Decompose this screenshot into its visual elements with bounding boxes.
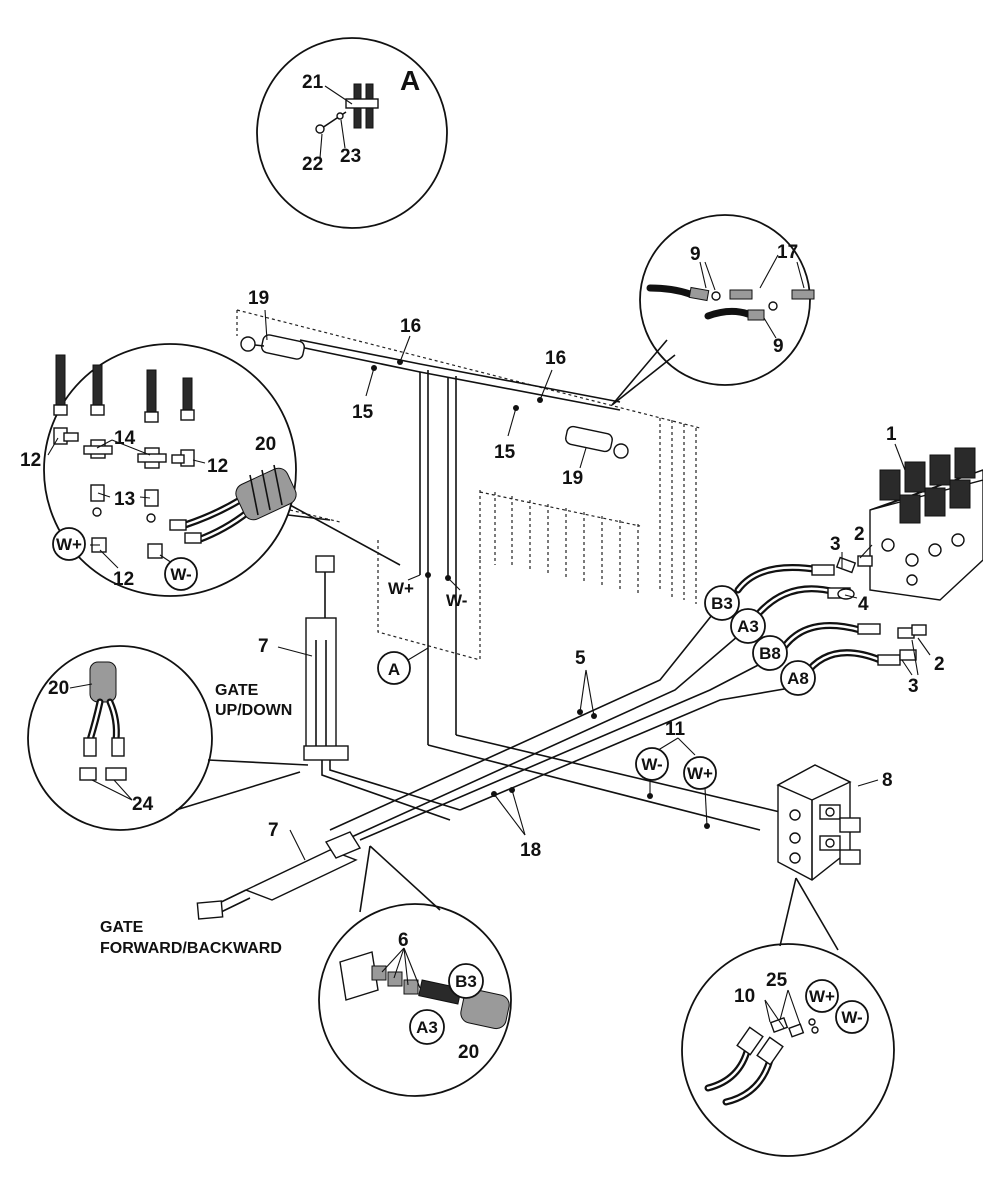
callout-7-horizontal: 7	[268, 820, 279, 841]
caption-gate-up-down-1: GATE	[215, 682, 259, 699]
tag-w-minus-detail: W-	[164, 557, 198, 591]
callout-6: 6	[398, 930, 409, 951]
callout-22: 22	[302, 154, 323, 175]
callout-19-top: 19	[248, 288, 269, 309]
callout-1: 1	[886, 424, 897, 445]
callout-12-right: 12	[207, 456, 228, 477]
tag-w-minus-detail-2: W-	[835, 1000, 869, 1034]
detail-a-callout-marker: A	[377, 647, 429, 685]
callout-16-right: 16	[545, 348, 566, 369]
callout-5: 5	[575, 648, 586, 669]
detail-20-24-bubble: 20 24	[27, 645, 309, 831]
svg-text:W+: W+	[809, 987, 835, 1006]
callout-20-left: 20	[255, 434, 276, 455]
callout-13: 13	[114, 489, 135, 510]
detail-a-bubble: 21 22 23 A	[256, 37, 448, 229]
tag-a8: A8	[780, 660, 816, 696]
tag-w-plus-detail-2: W+	[805, 979, 839, 1013]
callout-25: 25	[766, 970, 788, 991]
callout-19-right: 19	[562, 468, 583, 489]
callout-3-top: 3	[830, 534, 841, 555]
svg-text:W+: W+	[388, 579, 414, 598]
callout-21: 21	[302, 72, 324, 93]
callout-9-bottom: 9	[773, 336, 784, 357]
callout-12-left: 12	[20, 450, 41, 471]
w-tubes-11: 11 W- W+	[427, 719, 781, 831]
svg-text:B3: B3	[455, 972, 477, 991]
tag-w-plus-detail: W+	[52, 527, 86, 561]
caption-gate-fwd-2: FORWARD/BACKWARD	[100, 940, 282, 957]
callout-10: 10	[734, 986, 755, 1007]
svg-text:A3: A3	[737, 617, 759, 636]
gate-outline-dashed	[236, 309, 701, 661]
svg-text:W-: W-	[641, 755, 662, 774]
callout-2-bottom: 2	[934, 654, 945, 675]
callout-23: 23	[340, 146, 361, 167]
svg-text:B8: B8	[759, 644, 781, 663]
tag-a3: A3	[730, 608, 766, 644]
cylinder-19-right: 19 16 15	[494, 348, 629, 489]
cylinder-19-left: 19 16 15	[240, 288, 421, 423]
tag-b3: B3	[704, 585, 740, 621]
callout-18: 18	[520, 840, 541, 861]
manifold-block-8: 8	[776, 764, 893, 881]
callout-4: 4	[858, 594, 869, 615]
control-valve-1: 1	[869, 424, 983, 601]
svg-text:W-: W-	[170, 565, 191, 584]
callout-9-top: 9	[690, 244, 701, 265]
caption-gate-up-down-2: UP/DOWN	[215, 702, 292, 719]
callout-15-left: 15	[352, 402, 374, 423]
detail-6-20-bubble: 6 20 B3 A3	[318, 845, 512, 1097]
callout-8: 8	[882, 770, 893, 791]
detail-10-25-bubble: 10 25 W+ W-	[681, 877, 895, 1157]
hoses-to-valve: 2 3 4 2 3 5 B3 A3 B8 A8	[329, 524, 945, 841]
callout-15-right: 15	[494, 442, 516, 463]
callout-11: 11	[665, 719, 686, 740]
callout-20-bottom: 20	[458, 1042, 479, 1063]
tag-b8: B8	[752, 635, 788, 671]
callout-24: 24	[132, 794, 154, 815]
tag-w-minus-11: W-	[635, 747, 669, 781]
detail-manifold-fittings-bubble: 12 14 12 13 20 12 W+ W-	[20, 343, 401, 597]
tag-a3-detail: A3	[409, 1009, 445, 1045]
cylinder-7-horizontal: 7 GATE FORWARD/BACKWARD 18	[100, 787, 541, 957]
cylinder-7-vertical: 7 GATE UP/DOWN	[215, 555, 461, 821]
svg-text:W-: W-	[446, 591, 467, 610]
svg-text:A: A	[388, 660, 400, 679]
callout-2-top: 2	[854, 524, 865, 545]
svg-text:A3: A3	[416, 1018, 438, 1037]
svg-text:A8: A8	[787, 669, 809, 688]
svg-text:W-: W-	[841, 1008, 862, 1027]
coil-20-left	[235, 464, 297, 521]
svg-text:B3: B3	[711, 594, 733, 613]
tag-w-plus-hose: W+	[388, 579, 414, 598]
callout-12-bottom: 12	[113, 569, 134, 590]
detail-fittings-9-17-bubble: 9 17 9	[611, 214, 815, 406]
callout-17: 17	[777, 242, 798, 263]
top-tubes-15-16	[299, 335, 621, 745]
tag-w-plus-11: W+	[683, 756, 717, 790]
callout-14: 14	[114, 428, 136, 449]
callout-16-left: 16	[400, 316, 421, 337]
tag-w-minus-hose: W-	[446, 591, 467, 610]
callout-7-vertical: 7	[258, 636, 269, 657]
callout-20-small: 20	[48, 678, 69, 699]
svg-text:W+: W+	[687, 764, 713, 783]
callout-3-bottom: 3	[908, 676, 919, 697]
detail-a-label: A	[400, 65, 420, 96]
tag-b3-detail: B3	[448, 963, 484, 999]
caption-gate-fwd-1: GATE	[100, 919, 144, 936]
svg-text:W+: W+	[56, 535, 82, 554]
